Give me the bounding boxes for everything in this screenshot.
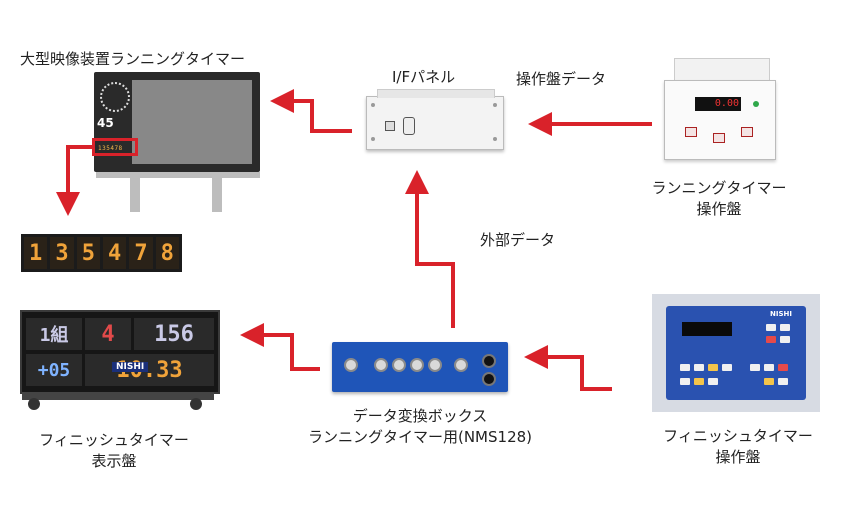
connector-icon	[454, 358, 468, 372]
conv-box-label: データ変換ボックス ランニングタイマー用(NMS128)	[280, 406, 560, 448]
console-key	[680, 378, 690, 385]
finish-display-label: フィニッシュタイマー 表示盤	[24, 430, 204, 472]
fuse-icon	[403, 117, 415, 135]
arrow-convbox-to-finish	[240, 323, 320, 371]
conv-box-label-line1: データ変換ボックス	[352, 407, 488, 425]
console-key	[778, 378, 788, 385]
if-panel-top	[377, 89, 495, 98]
console-key	[722, 364, 732, 371]
finish-base	[22, 392, 214, 400]
finish-row-2: +05 10.33	[26, 354, 214, 386]
status-led-icon	[753, 101, 759, 107]
board-leg-right	[212, 172, 222, 212]
board-crossbar	[96, 172, 260, 178]
finish-heat: 1組	[26, 318, 82, 350]
console-key	[764, 378, 774, 385]
screw-icon	[493, 137, 497, 141]
connector-icon	[392, 358, 406, 372]
finish-console-brand: NISHI	[770, 310, 792, 318]
led-time-strip: 1 3 5 4 7 8	[21, 234, 182, 272]
wheel-icon	[190, 398, 202, 410]
finish-console-screen	[682, 322, 732, 336]
led-digit: 5	[76, 237, 100, 269]
led-digit: 3	[50, 237, 74, 269]
console-display: 0.00	[695, 97, 741, 111]
connector-icon	[410, 358, 424, 372]
screw-icon	[371, 137, 375, 141]
finish-display-label-line1: フィニッシュタイマー	[39, 431, 189, 449]
finish-time: 10.33	[85, 354, 214, 386]
highlight-box	[92, 138, 138, 156]
console-key	[694, 378, 704, 385]
finish-row-1: 1組 4 156	[26, 318, 214, 350]
clock-face-icon	[100, 82, 130, 112]
led-digit: 4	[102, 237, 127, 269]
console-key	[680, 364, 690, 371]
led-digit: 7	[129, 237, 153, 269]
arrow-if-to-bigboard	[270, 89, 352, 133]
finish-lane: 4	[85, 318, 131, 350]
console-key	[766, 324, 776, 331]
console-key	[780, 336, 790, 343]
big-display-label: 大型映像装置ランニングタイマー	[20, 50, 246, 68]
console-key	[778, 364, 788, 371]
console-data-label: 操作盤データ	[516, 70, 607, 88]
if-panel-label: I/Fパネル	[392, 68, 456, 86]
running-console-label-line1: ランニングタイマー	[651, 179, 787, 197]
console-key	[780, 324, 790, 331]
finish-display-board: 1組 4 156 +05 10.33 NISHI	[20, 310, 220, 394]
led-digit: 1	[24, 237, 48, 269]
board-screen	[132, 80, 252, 164]
jack-icon	[482, 354, 496, 368]
running-timer-console-device: 0.00	[664, 58, 776, 162]
console-body: 0.00	[664, 80, 776, 160]
screw-icon	[493, 103, 497, 107]
console-key	[708, 378, 718, 385]
console-key	[764, 364, 774, 371]
external-data-label: 外部データ	[480, 231, 556, 249]
jack-icon	[482, 372, 496, 386]
arrow-bigboard-to-led	[56, 145, 93, 216]
console-button	[741, 127, 753, 137]
led-digit: 8	[155, 237, 179, 269]
finish-wind: +05	[26, 354, 82, 386]
finish-brand-logo: NISHI	[112, 362, 149, 372]
console-key	[766, 336, 776, 343]
power-switch-icon	[385, 121, 395, 131]
wheel-icon	[28, 398, 40, 410]
connector-icon	[344, 358, 358, 372]
console-button	[685, 127, 697, 137]
conv-box-label-line2: ランニングタイマー用(NMS128)	[307, 428, 533, 446]
screw-icon	[371, 103, 375, 107]
finish-timer-console-device: NISHI	[652, 294, 820, 412]
board-small-digits: 135478	[98, 145, 123, 152]
running-console-label: ランニングタイマー 操作盤	[634, 178, 804, 220]
console-key	[694, 364, 704, 371]
console-button	[713, 133, 725, 143]
clock-seconds: 45	[97, 116, 114, 130]
console-key	[708, 364, 718, 371]
console-key	[750, 364, 760, 371]
if-panel-device	[366, 89, 504, 150]
data-conversion-box	[332, 342, 508, 392]
big-display-board: 45 135478	[94, 72, 260, 172]
finish-console-label-line2: 操作盤	[715, 448, 761, 466]
finish-display-label-line2: 表示盤	[91, 452, 137, 470]
finish-console-label-line1: フィニッシュタイマー	[663, 427, 813, 445]
connector-icon	[428, 358, 442, 372]
connector-icon	[374, 358, 388, 372]
board-leg-left	[130, 172, 140, 212]
finish-console-body: NISHI	[666, 306, 806, 400]
finish-console-label: フィニッシュタイマー 操作盤	[648, 426, 828, 468]
arrow-finishconsole-to-convbox	[524, 345, 612, 391]
finish-bib: 156	[134, 318, 214, 350]
running-console-label-line2: 操作盤	[696, 200, 742, 218]
arrow-convbox-to-if	[405, 170, 455, 328]
